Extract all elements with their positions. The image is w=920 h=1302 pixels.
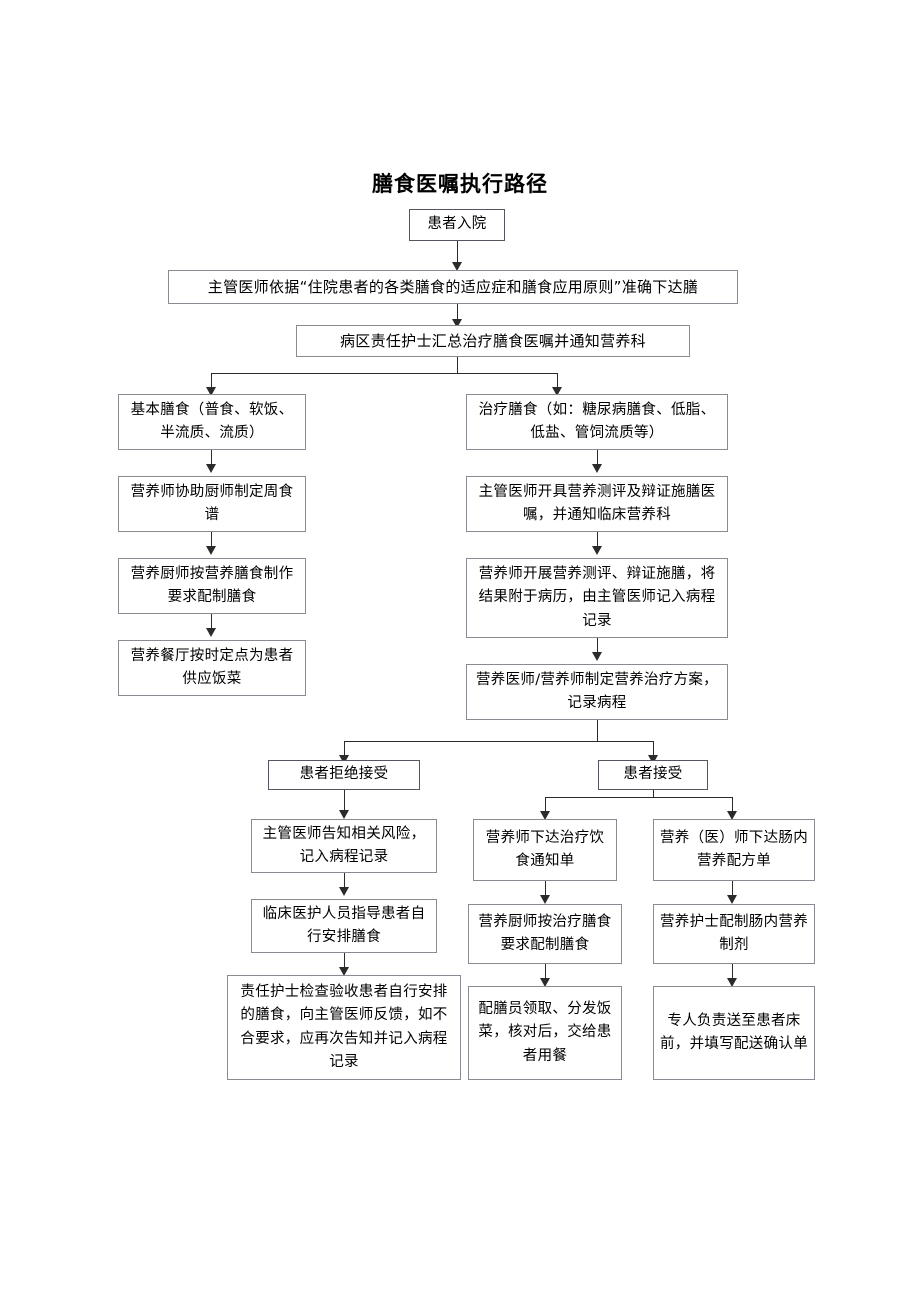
- node-assessment-order-label: 主管医师开具营养测评及辩证施膳医嘱，并通知临床营养科: [478, 483, 716, 523]
- connector-split-stem-1: [457, 357, 458, 374]
- arrowhead-basic-diet: [205, 387, 216, 396]
- node-guide-self-label: 临床医护人员指导患者自行安排膳食: [262, 905, 426, 945]
- connector-inform-to-guide: [344, 873, 345, 889]
- node-inform-risk-label: 主管医师告知相关风险，记入病程记录: [262, 825, 426, 865]
- node-patient-refuse-label: 患者拒绝接受: [299, 766, 389, 783]
- node-therapeutic-diet-label: 治疗膳食（如：糖尿病膳食、低脂、低盐、管饲流质等）: [478, 401, 716, 441]
- node-therapeutic-diet[interactable]: 治疗膳食（如：糖尿病膳食、低脂、低盐、管饲流质等）: [466, 394, 728, 450]
- connector-formula-to-prepare: [732, 881, 733, 897]
- arrowhead-assessment-order: [591, 464, 602, 473]
- connector-cook-to-distribute: [545, 964, 546, 980]
- connector-split-stem-2: [597, 720, 598, 742]
- arrowhead-inform-risk: [338, 810, 349, 819]
- node-diet-notice-label: 营养师下达治疗饮食通知单: [485, 829, 605, 869]
- node-cook-prepare[interactable]: 营养厨师按营养膳食制作要求配制膳食: [118, 558, 306, 614]
- connector-cook-to-canteen: [211, 614, 212, 630]
- node-nurse-prepare-en[interactable]: 营养护士配制肠内营养制剂: [653, 904, 815, 964]
- connector-refuse-to-inform: [344, 790, 345, 812]
- node-nurse-check-label: 责任护士检查验收患者自行安排的膳食，向主管医师反馈，如不合要求，应再次告知并记入…: [240, 983, 448, 1070]
- node-cook-therapeutic-label: 营养厨师按治疗膳食要求配制膳食: [478, 913, 612, 953]
- connector-split-bar-1: [211, 373, 558, 374]
- arrowhead-cook-prepare: [205, 546, 216, 555]
- node-doctor-order-label: 主管医师依据“住院患者的各类膳食的适应症和膳食应用原则”准确下达膳: [207, 277, 699, 296]
- arrowhead-doctor-order: [451, 262, 462, 271]
- arrowhead-nurse-check: [338, 967, 349, 976]
- connector-split-right-3: [732, 797, 733, 813]
- node-inform-risk[interactable]: 主管医师告知相关风险，记入病程记录: [251, 819, 437, 873]
- connector-basic-to-menu: [211, 450, 212, 466]
- node-assessment-order[interactable]: 主管医师开具营养测评及辩证施膳医嘱，并通知临床营养科: [466, 476, 728, 532]
- connector-split-right-1: [557, 373, 558, 389]
- arrowhead-weekly-menu: [205, 464, 216, 473]
- node-deliver-bedside-label: 专人负责送至患者床前，并填写配送确认单: [660, 1012, 808, 1052]
- connector-doctor-order-to-nurse: [457, 304, 458, 321]
- node-dietitian-assess[interactable]: 营养师开展营养测评、辩证施膳，将结果附于病历，由主管医师记入病程记录: [466, 558, 728, 638]
- connector-split-right-2: [653, 741, 654, 757]
- node-nurse-check[interactable]: 责任护士检查验收患者自行安排的膳食，向主管医师反馈，如不合要求，应再次告知并记入…: [227, 975, 461, 1080]
- connector-dietitian-to-plan: [597, 638, 598, 654]
- node-nurse-summary[interactable]: 病区责任护士汇总治疗膳食医嘱并通知营养科: [296, 325, 690, 357]
- connector-menu-to-cook: [211, 532, 212, 548]
- arrowhead-canteen-serve: [205, 628, 216, 637]
- node-cook-prepare-label: 营养厨师按营养膳食制作要求配制膳食: [130, 565, 294, 605]
- node-diet-notice[interactable]: 营养师下达治疗饮食通知单: [473, 819, 617, 881]
- arrowhead-nutrition-plan: [591, 652, 602, 661]
- arrowhead-nurse-prepare-en: [726, 895, 737, 904]
- arrowhead-cook-therapeutic: [539, 895, 550, 904]
- node-admission-label: 患者入院: [427, 216, 487, 233]
- node-dietitian-assess-label: 营养师开展营养测评、辩证施膳，将结果附于病历，由主管医师记入病程记录: [478, 565, 716, 629]
- arrowhead-distribute-meal: [539, 978, 550, 987]
- connector-split-left-2: [344, 741, 345, 757]
- arrowhead-patient-refuse: [338, 755, 349, 764]
- node-weekly-menu[interactable]: 营养师协助厨师制定周食谱: [118, 476, 306, 532]
- node-basic-diet[interactable]: 基本膳食（普食、软饭、半流质、流质）: [118, 394, 306, 450]
- arrowhead-therapeutic-diet: [551, 387, 562, 396]
- node-distribute-meal[interactable]: 配膳员领取、分发饭菜，核对后，交给患者用餐: [468, 986, 622, 1080]
- node-cook-therapeutic[interactable]: 营养厨师按治疗膳食要求配制膳食: [468, 904, 622, 964]
- arrowhead-nurse-summary: [451, 319, 462, 328]
- connector-admission-to-doctor-order: [457, 241, 458, 264]
- node-nurse-summary-label: 病区责任护士汇总治疗膳食医嘱并通知营养科: [339, 331, 646, 350]
- connector-split-left-1: [211, 373, 212, 389]
- node-nutrition-plan-label: 营养医师/营养师制定营养治疗方案，记录病程: [476, 671, 718, 711]
- node-weekly-menu-label: 营养师协助厨师制定周食谱: [130, 483, 294, 523]
- arrowhead-enteral-formula: [726, 811, 737, 820]
- connector-prepare-to-deliver: [732, 964, 733, 980]
- arrowhead-deliver-bedside: [726, 978, 737, 987]
- node-patient-refuse[interactable]: 患者拒绝接受: [268, 760, 420, 790]
- node-basic-diet-label: 基本膳食（普食、软饭、半流质、流质）: [130, 401, 294, 441]
- arrowhead-guide-self: [338, 887, 349, 896]
- page-title: 膳食医嘱执行路径: [372, 172, 548, 196]
- arrowhead-patient-accept: [647, 755, 658, 764]
- connector-split-left-3: [545, 797, 546, 813]
- connector-assessment-to-dietitian: [597, 532, 598, 548]
- node-enteral-formula[interactable]: 营养（医）师下达肠内营养配方单: [653, 819, 815, 881]
- node-patient-accept-label: 患者接受: [623, 766, 683, 783]
- connector-therapeutic-to-assessment: [597, 450, 598, 466]
- connector-split-bar-3: [545, 797, 732, 798]
- node-admission[interactable]: 患者入院: [409, 209, 505, 241]
- node-nurse-prepare-en-label: 营养护士配制肠内营养制剂: [660, 913, 808, 953]
- node-canteen-serve-label: 营养餐厅按时定点为患者供应饭菜: [130, 647, 294, 687]
- node-nutrition-plan[interactable]: 营养医师/营养师制定营养治疗方案，记录病程: [466, 664, 728, 720]
- connector-notice-to-cook: [545, 881, 546, 897]
- connector-guide-to-check: [344, 953, 345, 969]
- connector-split-bar-2: [344, 741, 654, 742]
- node-distribute-meal-label: 配膳员领取、分发饭菜，核对后，交给患者用餐: [478, 1000, 612, 1064]
- arrowhead-dietitian-assess: [591, 546, 602, 555]
- node-guide-self[interactable]: 临床医护人员指导患者自行安排膳食: [251, 899, 437, 953]
- node-canteen-serve[interactable]: 营养餐厅按时定点为患者供应饭菜: [118, 640, 306, 696]
- arrowhead-diet-notice: [539, 811, 550, 820]
- node-enteral-formula-label: 营养（医）师下达肠内营养配方单: [660, 829, 808, 869]
- node-deliver-bedside[interactable]: 专人负责送至患者床前，并填写配送确认单: [653, 986, 815, 1080]
- node-patient-accept[interactable]: 患者接受: [598, 760, 708, 790]
- node-doctor-order[interactable]: 主管医师依据“住院患者的各类膳食的适应症和膳食应用原则”准确下达膳: [168, 270, 738, 304]
- connector-split-stem-3: [653, 790, 654, 798]
